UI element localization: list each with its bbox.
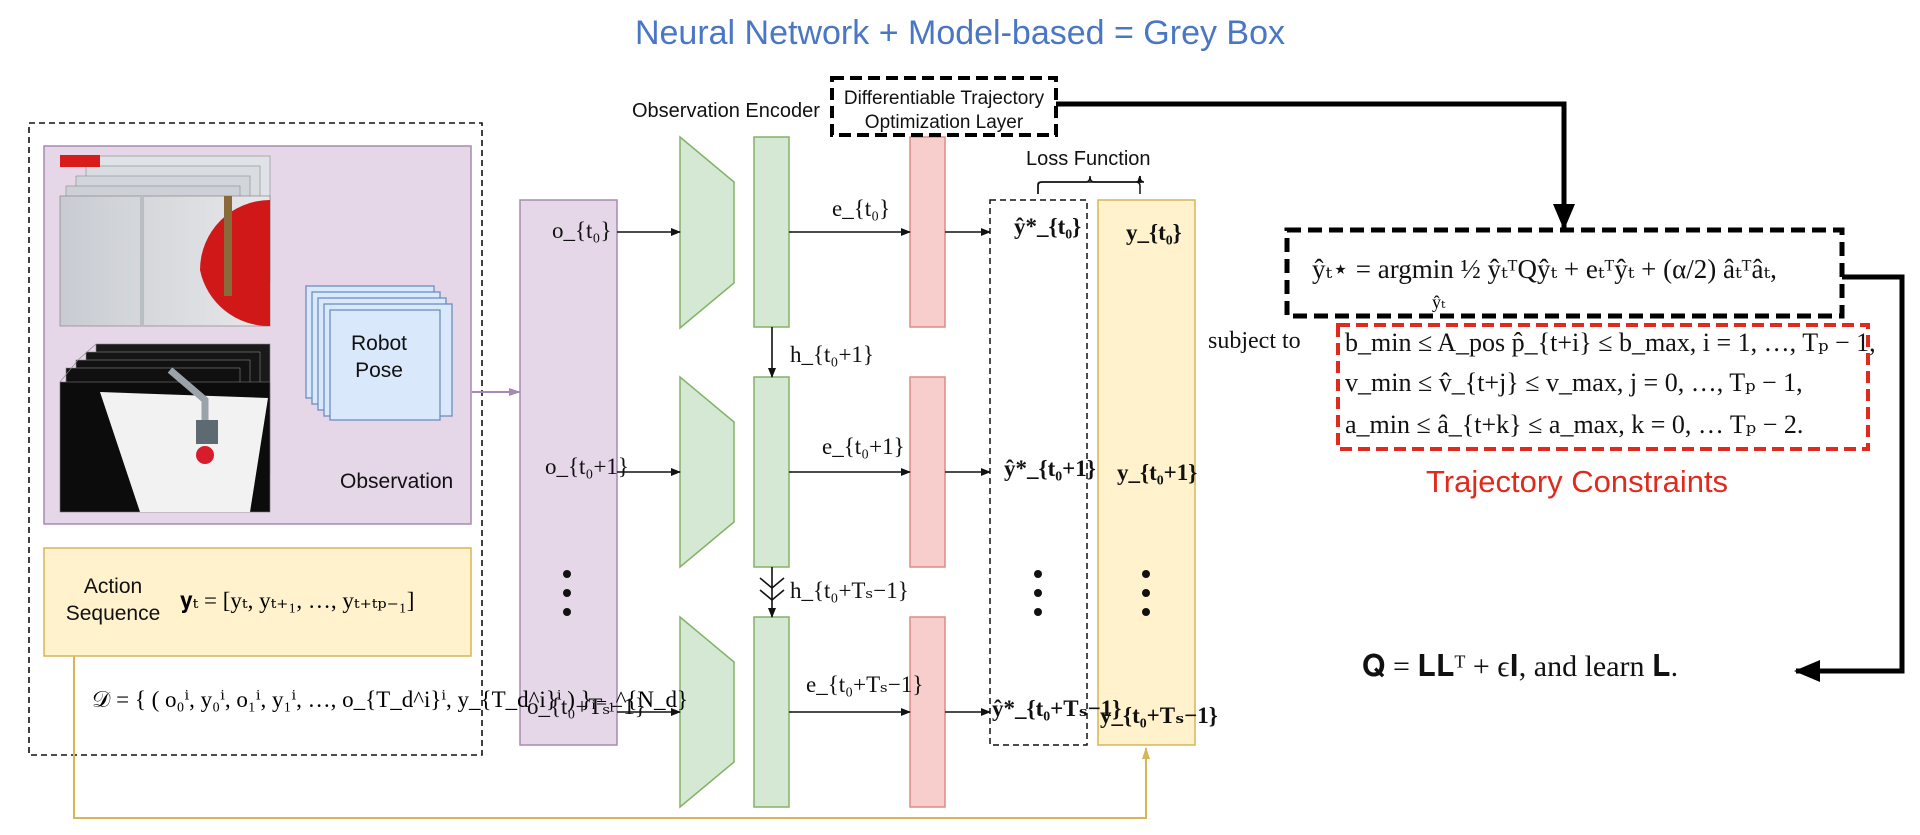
robot-pose-line1: Robot [350, 332, 408, 355]
dataset-equation: 𝒟 = { ( o₀ⁱ, y₀ⁱ, o₁ⁱ, y₁ⁱ, …, o_{T_d^i}… [92, 687, 689, 712]
recurrent-cell-2 [753, 376, 790, 568]
target-y-2: y_{t₀+1} [1117, 460, 1198, 485]
action-line1: Action [83, 575, 143, 598]
camera-image-stack-1 [59, 155, 271, 327]
embedding-e-2: e_{t₀+1} [822, 434, 905, 459]
loss-brace-curve [1037, 175, 1141, 194]
traj-opt-block-2 [909, 376, 946, 568]
robot-pose-stack [305, 285, 453, 421]
input-column [519, 199, 618, 746]
action-equation: 𝐲ₜ = [yₜ, yₜ₊₁, …, yₜ₊ₜₚ₋₁] [180, 588, 415, 613]
subject-to-label: subject to [1208, 328, 1301, 354]
action-sequence-label: Action Sequence [58, 573, 168, 627]
constraints-title: Trajectory Constraints [1426, 464, 1729, 499]
embedding-e-1: e_{t₀} [832, 196, 891, 221]
ellipsis-input [563, 570, 571, 616]
prediction-y-2: ŷ*_{t₀+1} [1004, 456, 1096, 481]
encoder-trapezoid-3 [679, 615, 735, 809]
encoder-label: Observation Encoder [632, 100, 820, 122]
ellipsis-prediction [1034, 570, 1042, 616]
target-y-1: y_{t₀} [1126, 220, 1182, 245]
hidden-h-1: h_{t₀+1} [790, 342, 874, 367]
page-title: Neural Network + Model-based = Grey Box [634, 14, 1286, 52]
loss-label: Loss Function [1026, 148, 1151, 170]
q-equation: 𝐐 = 𝐋𝐋ᵀ + ϵ𝐈, and learn 𝐋. [1362, 650, 1679, 683]
constraint-3: a_min ≤ â_{t+k} ≤ a_max, k = 0, … Tₚ − 2… [1345, 410, 1804, 439]
objective-equation: ŷₜ⋆ = argmin ½ ŷₜᵀQŷₜ + eₜᵀŷₜ + (α/2) âₜ… [1312, 254, 1777, 284]
dataset-box [28, 122, 483, 756]
argmin-subscript: ŷₜ [1432, 292, 1446, 312]
ellipsis-target [1142, 570, 1150, 616]
hidden-h-2: h_{t₀+Tₛ−1} [790, 578, 909, 603]
input-o-2: o_{t₀+1} [545, 454, 629, 479]
constraints-box [1336, 323, 1870, 451]
hidden-break-mark [759, 577, 785, 602]
encoder-trapezoid-1 [679, 135, 735, 330]
traj-opt-block-1 [909, 136, 946, 328]
prediction-y-1: ŷ*_{t₀} [1014, 214, 1082, 239]
traj-layer-label-line1: Differentiable Trajectory [843, 88, 1045, 109]
target-y-3: y_{t₀+Tₛ−1} [1100, 703, 1218, 728]
input-o-1: o_{t₀} [552, 218, 612, 243]
camera-image-stack-2 [59, 343, 271, 513]
constraint-2: v_min ≤ v̂_{t+j} ≤ v_max, j = 0, …, Tₚ −… [1345, 368, 1803, 397]
robot-pose-label: Robot Pose [324, 330, 434, 384]
action-line2: Sequence [65, 602, 161, 625]
robot-pose-line2: Pose [355, 359, 403, 382]
recurrent-cell-3 [753, 616, 790, 808]
traj-layer-label-line2: Optimization Layer [864, 112, 1024, 133]
input-o-3: o_{t₀+Tₛ−1} [527, 694, 646, 719]
objective-box [1284, 227, 1845, 319]
loss-brace-right [1138, 176, 1142, 183]
objective-to-q-arrow [1794, 274, 1905, 682]
action-sequence-box [43, 547, 472, 657]
traj-opt-block-3 [909, 616, 946, 808]
embedding-e-3: e_{t₀+Tₛ−1} [806, 672, 924, 697]
prediction-y-3: ŷ*_{t₀+Tₛ−1} [992, 696, 1122, 721]
encoder-trapezoid-2 [679, 375, 735, 569]
recurrent-cell-1 [753, 136, 790, 328]
action-to-target-line [73, 656, 1150, 819]
traj-layer-label: Differentiable Trajectory Optimization L… [832, 87, 1056, 135]
constraint-1: b_min ≤ A_pos p̂_{t+i} ≤ b_max, i = 1, …… [1345, 328, 1876, 357]
target-column [1097, 199, 1196, 746]
observation-label: Observation [340, 470, 454, 493]
traj-layer-to-objective-arrow [1056, 101, 1575, 230]
